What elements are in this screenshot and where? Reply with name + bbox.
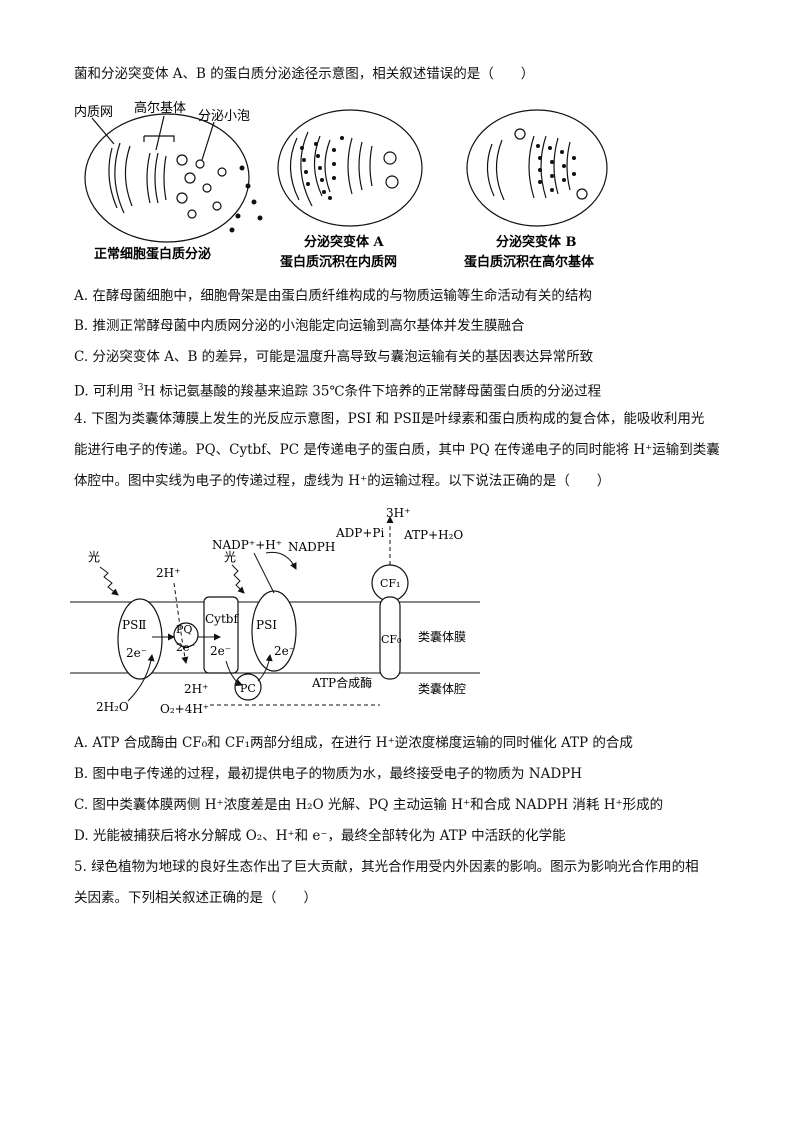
secretion-pathway-figure: 内质网 高尔基体 分泌小泡 正常细胞蛋白质分泌 分泌突变体 A 蛋白质沉积在内质…	[74, 100, 608, 270]
normal-cell-outline	[84, 113, 250, 243]
label-pc: PC	[240, 682, 256, 695]
q3-stem: 菌和分泌突变体 A、B 的蛋白质分泌途径示意图，相关叙述错误的是（ ）	[74, 66, 535, 82]
caption-normal: 正常细胞蛋白质分泌	[94, 246, 211, 262]
label-membrane: 类囊体膜	[418, 629, 466, 644]
q4-option-a: A. ATP 合成酶由 CF₀和 CF₁两部分组成，在进行 H⁺逆浓度梯度运输的…	[74, 735, 633, 751]
label-nadph: NADPH	[288, 540, 335, 554]
label-2h-top: 2H⁺	[156, 566, 180, 580]
label-e-cytbf: 2e⁻	[210, 644, 231, 658]
label-e-pq: 2e⁻	[176, 641, 196, 654]
label-light-1: 光	[88, 550, 100, 564]
mutant-b-cell-outline	[466, 109, 608, 227]
label-pq: PQ	[176, 623, 192, 636]
label-o2: O₂+4H⁺	[160, 702, 209, 716]
label-synthase: ATP合成酶	[311, 675, 372, 690]
caption-mutant-a-1: 分泌突变体 A	[304, 234, 385, 250]
caption-mutant-a-2: 蛋白质沉积在内质网	[280, 254, 397, 270]
label-e-psi: 2e⁻	[274, 644, 295, 658]
q3-option-d: D. 可利用 3H 标记氨基酸的羧基来追踪 35℃条件下培养的正常酵母菌蛋白质的…	[74, 383, 602, 400]
psi-complex	[251, 590, 297, 672]
label-cf1: CF₁	[380, 577, 400, 590]
cytbf-protein	[203, 596, 239, 674]
label-golgi: 高尔基体	[134, 100, 186, 116]
q4-option-b: B. 图中电子传递的过程，最初提供电子的物质为水，最终接受电子的物质为 NADP…	[74, 766, 583, 782]
label-lumen: 类囊体腔	[418, 681, 466, 696]
caption-mutant-b-2: 蛋白质沉积在高尔基体	[464, 254, 595, 270]
label-atp: ATP+H₂O	[403, 528, 463, 542]
q5-stem-1: 5. 绿色植物为地球的良好生态作出了巨大贡献，其光合作用受内外因素的影响。图示为…	[74, 859, 699, 875]
label-nadp: NADP⁺+H⁺	[212, 538, 282, 552]
q4-stem-1: 4. 下图为类囊体薄膜上发生的光反应示意图，PSI 和 PSⅡ是叶绿素和蛋白质构…	[74, 411, 705, 427]
q4-stem-3: 体腔中。图中实线为电子的传递过程，虚线为 H⁺的运输过程。以下说法正确的是（ ）	[74, 473, 611, 489]
light-reaction-figure: PSⅡ 2e⁻ PQ 2e⁻ Cytbf 2e⁻ PSⅠ 2e⁻ PC CF₁ …	[70, 506, 480, 716]
label-e-psii: 2e⁻	[126, 646, 147, 660]
label-2h2o: 2H₂O	[96, 700, 129, 714]
label-cf0: CF₀	[381, 633, 402, 646]
q3-option-b: B. 推测正常酵母菌中内质网分泌的小泡能定向运输到高尔基体并发生膜融合	[74, 318, 525, 334]
q5-stem-2: 关因素。下列相关叙述正确的是（ ）	[74, 890, 317, 906]
cf0-stalk	[379, 596, 401, 680]
q4-option-c: C. 图中类囊体膜两侧 H⁺浓度差是由 H₂O 光解、PQ 主动运输 H⁺和合成…	[74, 797, 664, 813]
label-vesicle: 分泌小泡	[198, 109, 250, 124]
label-adp: ADP+Pi	[335, 526, 384, 540]
label-er: 内质网	[74, 104, 113, 120]
q3-option-c: C. 分泌突变体 A、B 的差异，可能是温度升高导致与囊泡运输有关的基因表达异常…	[74, 349, 594, 365]
mutant-a-cell-outline	[277, 109, 423, 227]
label-psii: PSⅡ	[122, 618, 146, 632]
label-light-2: 光	[224, 550, 236, 564]
q4-option-d: D. 光能被捕获后将水分解成 O₂、H⁺和 e⁻，最终全部转化为 ATP 中活跃…	[74, 828, 566, 844]
label-cytbf: Cytbf	[205, 612, 239, 626]
psii-complex	[117, 598, 163, 680]
q4-stem-2: 能进行电子的传递。PQ、Cytbf、PC 是传递电子的蛋白质，其中 PQ 在传递…	[74, 442, 720, 458]
label-psi: PSⅠ	[256, 618, 277, 632]
label-3h: 3H⁺	[386, 506, 410, 520]
label-2h-bottom: 2H⁺	[184, 682, 208, 696]
caption-mutant-b-1: 分泌突变体 B	[496, 234, 577, 250]
q3-option-a: A. 在酵母菌细胞中，细胞骨架是由蛋白质纤维构成的与物质运输等生命活动有关的结构	[74, 288, 592, 304]
